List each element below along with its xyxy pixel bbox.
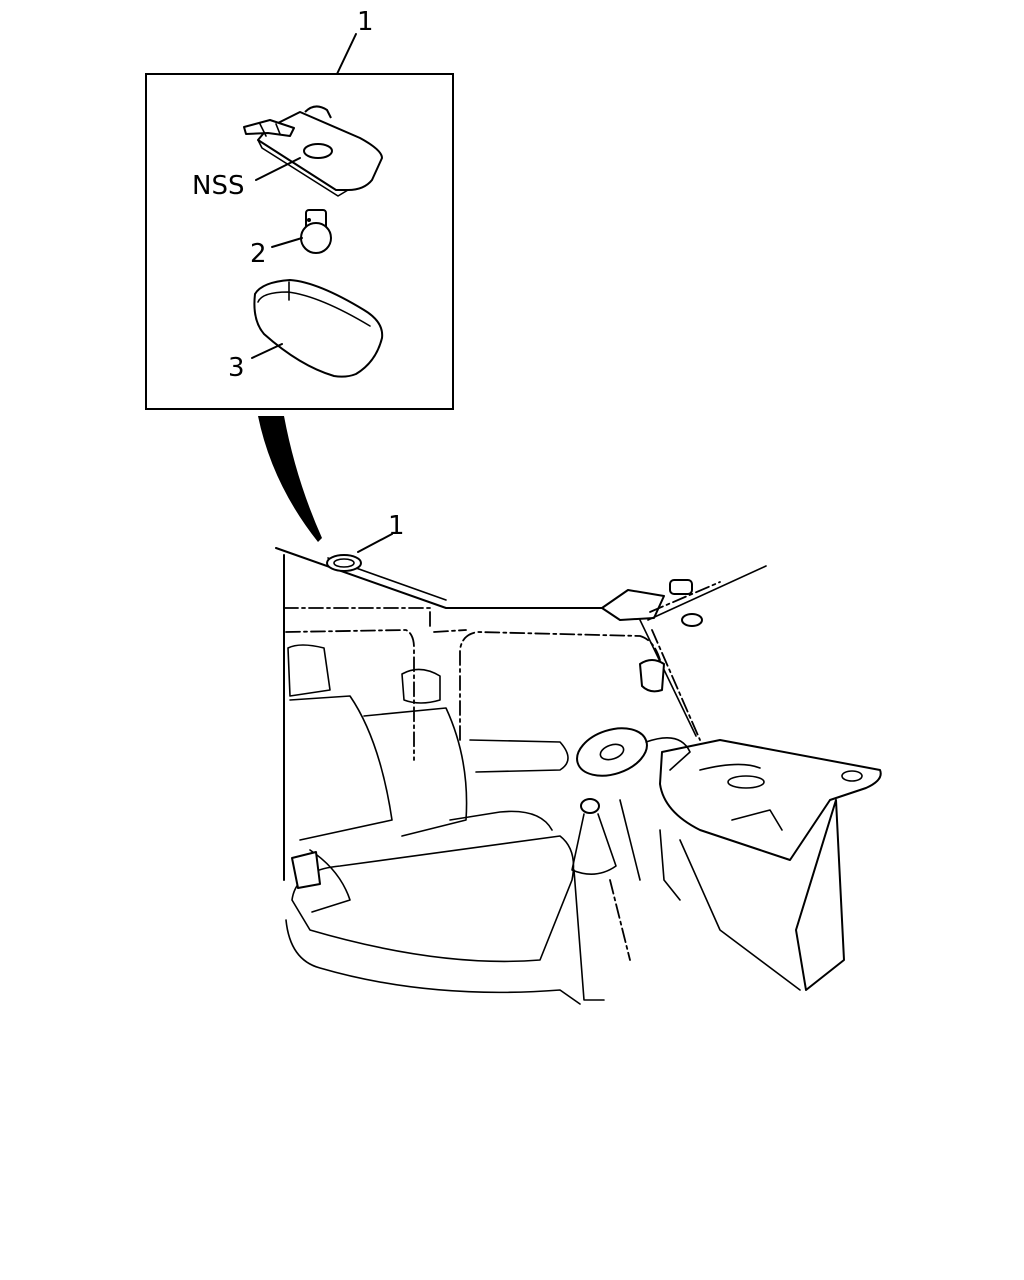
mirror-stalk (647, 565, 767, 621)
back-window-frame (285, 629, 415, 761)
seat-cushion (291, 835, 575, 963)
bulb-glass (300, 222, 332, 254)
rear-view-mirror (681, 613, 703, 627)
mirror-stalk-dash (649, 581, 721, 613)
dash-cluster (727, 775, 765, 789)
leader-line-bulb (271, 237, 303, 248)
cab-interior-lamp-lens (333, 558, 355, 568)
housing-clip (304, 105, 332, 119)
lamp-lens (253, 279, 384, 378)
callout-lens: 3 (228, 353, 245, 383)
steering-wheel (576, 727, 648, 777)
callout-assembly-top: 1 (357, 7, 374, 37)
seatbelt-anchor (291, 851, 321, 889)
seat-back-left (289, 695, 393, 841)
bulb (300, 209, 332, 254)
gear-knob (580, 798, 600, 814)
pedal-stalk (619, 799, 641, 881)
lens-rim (257, 291, 371, 327)
bulb-pin (307, 218, 311, 222)
door-trim (659, 829, 681, 901)
lamp-housing-with-switch (243, 105, 383, 197)
seat-back-right (363, 707, 468, 837)
cab-interior-lamp (326, 554, 362, 572)
floor-edge (285, 919, 581, 1005)
pillar-top (433, 629, 467, 633)
windshield-frame (459, 631, 661, 741)
rear-view-mirror-mount (669, 579, 693, 595)
lens-body (253, 279, 384, 378)
callout-bulb: 2 (250, 239, 267, 269)
dashboard (659, 739, 882, 861)
dash-vent (699, 763, 761, 771)
sun-visor (601, 589, 665, 621)
dash-end-panel (795, 799, 845, 991)
headrest-left (287, 644, 331, 697)
steering-wheel-hub (599, 743, 625, 761)
location-pointer-arrow (258, 416, 322, 542)
gear-boot (571, 813, 617, 875)
dash-lower-edge (679, 839, 801, 991)
leader-line-switch (255, 157, 301, 181)
housing-base-edge (257, 139, 349, 197)
glovebox-outline (731, 809, 783, 831)
switch-lever-detail (259, 123, 281, 137)
seat-cushion-center (449, 810, 553, 831)
callout-switch: NSS (192, 171, 244, 201)
seat-back-center (469, 739, 569, 773)
leader-line-assembly-top (336, 33, 357, 75)
console-side (573, 869, 605, 1001)
switch-lever (243, 119, 295, 137)
headrest-right (401, 668, 441, 704)
a-pillar-front (639, 619, 697, 737)
leader-line-assembly-cab (357, 533, 393, 553)
detail-inset: 1 NSS 2 3 (145, 7, 454, 410)
cab-roof-edge (275, 547, 623, 609)
leader-line-lens (251, 343, 283, 359)
callout-assembly-cab: 1 (388, 511, 405, 541)
grab-handle (639, 659, 665, 693)
dash-speaker (841, 770, 863, 782)
floor-line (609, 879, 631, 961)
housing-socket-hole (303, 143, 333, 159)
headliner-line (283, 607, 431, 631)
cab-interior: 1 (275, 511, 882, 1005)
steering-column (645, 736, 691, 771)
a-pillar-dash (651, 629, 701, 741)
